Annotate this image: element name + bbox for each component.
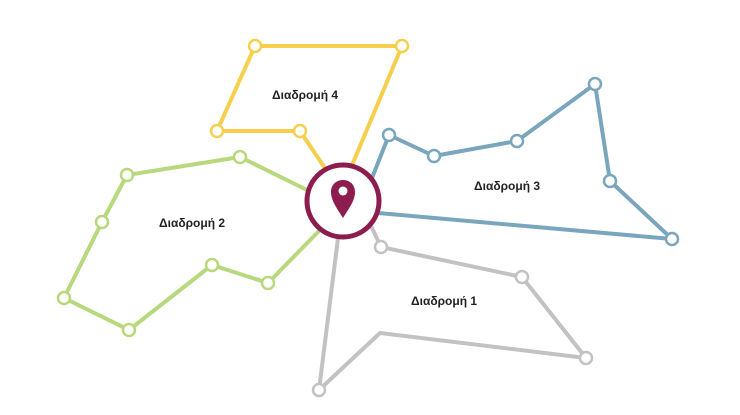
route-4: Διαδρομή 4 (209, 38, 410, 197)
route-2-node (121, 322, 137, 338)
route-2-node (94, 214, 110, 230)
location-pin-icon (331, 180, 355, 218)
route-3-node (509, 133, 525, 149)
route-1-node (578, 350, 594, 366)
route-3-node (587, 76, 603, 92)
route-3-node (664, 231, 680, 247)
route-4-line (215, 44, 404, 197)
location-pin-hole (338, 186, 348, 196)
route-2-label: Διαδρομή 2 (159, 216, 225, 230)
route-2: Διαδρομή 2 (56, 149, 320, 338)
route-4-node (394, 38, 410, 54)
route-3-line (370, 82, 674, 241)
route-1-node (514, 269, 530, 285)
route-3: Διαδρομή 3 (370, 76, 680, 247)
route-2-node (119, 167, 135, 183)
route-3-node (602, 173, 618, 189)
route-1-node (311, 382, 327, 398)
route-4-node (209, 123, 225, 139)
route-4-node (292, 123, 308, 139)
route-2-line (62, 155, 320, 332)
route-2-node (204, 257, 220, 273)
route-4-node (247, 38, 263, 54)
route-2-node (56, 290, 72, 306)
route-1: Διαδρομή 1 (311, 226, 594, 398)
route-1-node (373, 239, 389, 255)
route-1-label: Διαδρομή 1 (411, 294, 477, 308)
route-2-node (260, 275, 276, 291)
route-3-label: Διαδρομή 3 (474, 179, 540, 193)
center-marker (304, 162, 382, 240)
route-3-node (381, 127, 397, 143)
route-3-node (426, 148, 442, 164)
route-1-line (317, 226, 588, 392)
route-2-node (232, 149, 248, 165)
route-4-label: Διαδρομή 4 (272, 88, 338, 102)
